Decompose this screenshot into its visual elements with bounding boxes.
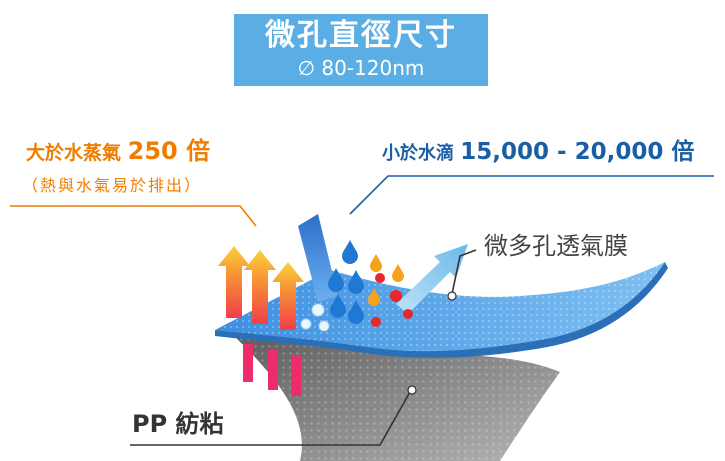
pp-label: PP 紡粘 (132, 410, 224, 438)
membrane-pointer (447, 249, 477, 301)
title-main: 微孔直徑尺寸 (265, 18, 457, 53)
vapor-droplets (368, 254, 404, 306)
red-particles (371, 273, 413, 327)
title-pore-size: ∅ 80-120nm (297, 56, 425, 80)
vapor-prefix: 大於水蒸氣 (26, 142, 122, 164)
pp-layer (230, 332, 560, 461)
air-bubbles (300, 303, 330, 332)
title-box: 微孔直徑尺寸 ∅ 80-120nm (234, 14, 488, 86)
water-droplets (328, 240, 364, 324)
heat-arrows-bottom (243, 344, 301, 396)
membrane-label: 微多孔透氣膜 (484, 232, 628, 260)
vapor-note: （熱與水氣易於排出） (22, 176, 203, 195)
water-beam (298, 214, 338, 302)
droplet-comparison: 小於水滴 15,000 - 20,000 倍 (382, 132, 694, 166)
pp-pointer (130, 385, 417, 446)
heat-arrows-rising (218, 246, 304, 330)
droplet-number: 15,000 - 20,000 倍 (460, 139, 695, 165)
vapor-number: 250 倍 (127, 137, 211, 165)
droplet-leader-line (349, 175, 714, 215)
vapor-leader-line (10, 205, 257, 227)
vapor-out-arrow (396, 244, 468, 314)
vapor-comparison: 大於水蒸氣 250 倍 (26, 131, 210, 166)
droplet-prefix: 小於水滴 (382, 143, 454, 164)
